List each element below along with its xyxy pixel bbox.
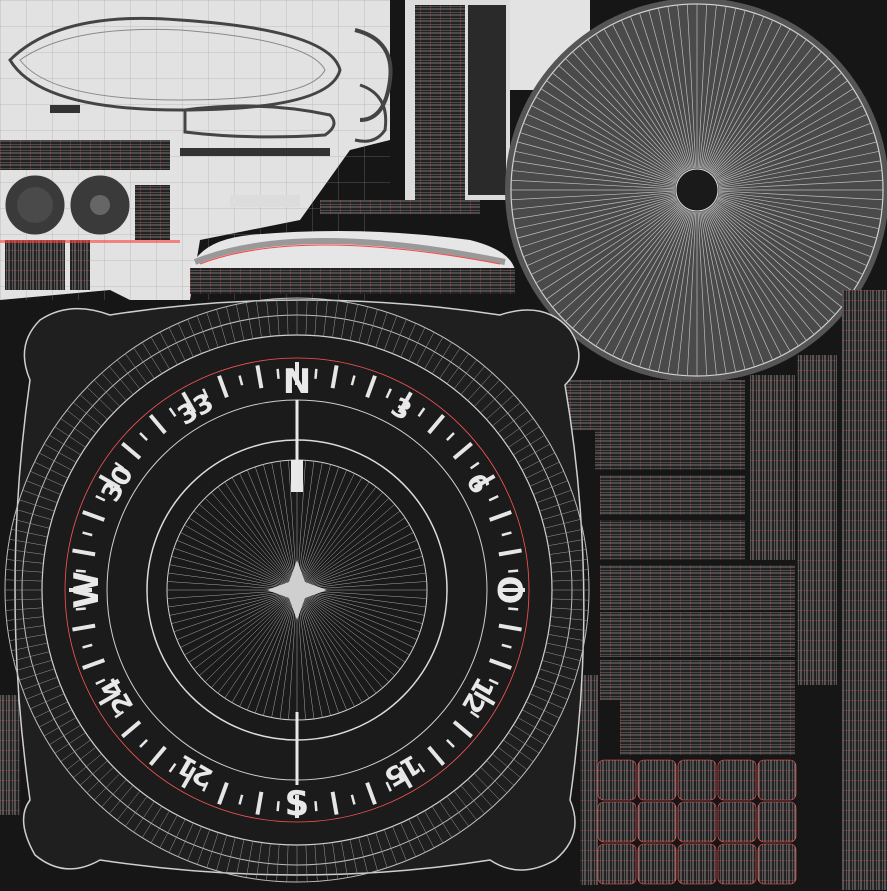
cardinal-north-label: N <box>283 362 311 402</box>
tall-strip-uv-island <box>405 0 590 200</box>
compass-dial <box>4 297 590 883</box>
arch-uv-island <box>190 195 515 294</box>
cardinal-east-label: O <box>489 576 529 605</box>
cardinal-south-label: S <box>285 784 310 824</box>
cardinal-west-label: W <box>67 571 107 609</box>
right-strip-uv-islands <box>0 290 887 890</box>
disc-uv-island <box>505 0 887 382</box>
